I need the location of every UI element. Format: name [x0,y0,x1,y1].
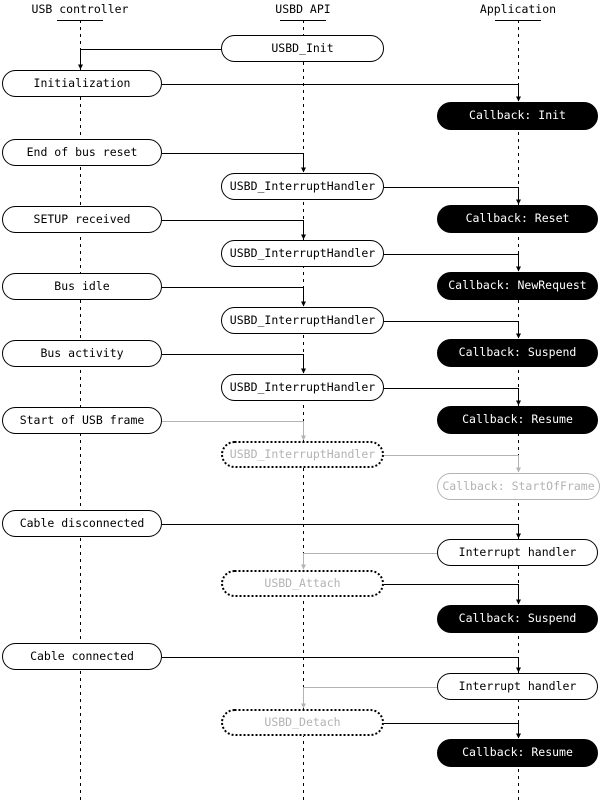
node-label-usbd-init: USBD_Init [271,40,334,55]
node-label-cb-startofframe: Callback: StartOfFrame [442,478,595,493]
node-cable-disconnect[interactable]: Cable disconnected [2,510,162,537]
node-label-cb-init: Callback: Init [469,108,566,123]
node-label-ih-1: USBD_InterruptHandler [229,178,376,193]
node-usbd-attach[interactable]: USBD_Attach [221,570,384,597]
node-ih-5-ghost[interactable]: USBD_InterruptHandler [221,441,384,468]
edge-ih-3-to-cb-suspend-1 [384,321,521,339]
lane-title-usb-controller: USB controller [31,2,129,16]
node-cb-init[interactable]: Callback: Init [437,102,598,130]
node-usbd-detach[interactable]: USBD_Detach [221,709,384,736]
edge-int-handler-2-to-usbd-detach [301,687,437,709]
node-start-usb-frame[interactable]: Start of USB frame [2,407,162,434]
node-ih-2[interactable]: USBD_InterruptHandler [221,240,384,267]
edge-bus-idle-to-ih-3 [162,287,306,307]
node-cb-resume-1[interactable]: Callback: Resume [437,406,598,434]
node-int-handler-2[interactable]: Interrupt handler [437,673,598,700]
node-label-bus-idle: Bus idle [54,278,110,293]
edge-bus-activity-to-ih-4 [162,354,306,374]
node-label-cb-suspend-2: Callback: Suspend [458,611,577,626]
node-label-ih-2: USBD_InterruptHandler [229,245,376,260]
node-label-setup-received: SETUP received [33,211,131,226]
node-end-bus-reset[interactable]: End of bus reset [2,139,162,166]
node-label-ih-3: USBD_InterruptHandler [229,312,376,327]
node-label-usbd-attach: USBD_Attach [264,575,341,590]
node-usbd-init[interactable]: USBD_Init [221,35,384,62]
edge-ih-5-ghost-to-cb-startofframe [384,455,521,473]
node-label-usbd-detach: USBD_Detach [264,714,341,729]
node-label-initialization: Initialization [33,75,131,90]
node-label-ih-5-ghost: USBD_InterruptHandler [229,446,376,461]
node-label-cb-resume-1: Callback: Resume [462,412,573,427]
node-cb-reset[interactable]: Callback: Reset [437,205,598,233]
edge-start-usb-frame-to-ih-5-ghost [162,421,306,441]
node-cb-suspend-1[interactable]: Callback: Suspend [437,339,598,367]
node-label-bus-activity: Bus activity [40,345,124,360]
edge-cable-disconnect-to-int-handler-1 [162,524,521,539]
edge-end-bus-reset-to-ih-1 [162,153,306,173]
node-ih-3[interactable]: USBD_InterruptHandler [221,307,384,334]
node-bus-activity[interactable]: Bus activity [2,340,162,367]
node-bus-idle[interactable]: Bus idle [2,273,162,300]
node-cb-newrequest[interactable]: Callback: NewRequest [437,272,598,300]
node-setup-received[interactable]: SETUP received [2,206,162,233]
lane-title-usbd-api: USBD API [275,2,331,16]
node-cb-startofframe[interactable]: Callback: StartOfFrame [437,473,600,500]
node-label-ih-4: USBD_InterruptHandler [229,379,376,394]
node-label-cb-resume-2: Callback: Resume [462,745,573,760]
edge-ih-4-to-cb-resume-1 [384,388,521,406]
node-initialization[interactable]: Initialization [2,70,162,97]
lane-title-application: Application [479,2,557,16]
edge-ih-2-to-cb-newrequest [384,254,521,272]
edges-group [78,49,521,739]
node-label-end-bus-reset: End of bus reset [26,144,138,159]
edge-ih-1-to-cb-reset [384,187,521,205]
edge-initialization-to-cb-init [162,84,521,102]
node-label-start-usb-frame: Start of USB frame [19,412,145,427]
node-cable-connected[interactable]: Cable connected [2,643,162,670]
node-int-handler-1[interactable]: Interrupt handler [437,539,598,566]
node-label-cb-newrequest: Callback: NewRequest [448,278,587,293]
node-ih-4[interactable]: USBD_InterruptHandler [221,374,384,401]
node-ih-1[interactable]: USBD_InterruptHandler [221,173,384,200]
edge-int-handler-1-to-usbd-attach [301,553,437,570]
node-cb-resume-2[interactable]: Callback: Resume [437,739,598,767]
node-cb-suspend-2[interactable]: Callback: Suspend [437,605,598,633]
node-label-cable-connected: Cable connected [30,648,134,663]
edge-usbd-init-to-initialization [78,49,221,70]
node-label-int-handler-2: Interrupt handler [458,678,577,693]
edge-usbd-detach-to-cb-resume-2 [384,723,521,739]
node-label-cb-suspend-1: Callback: Suspend [458,345,577,360]
edge-cable-connected-to-int-handler-2 [162,657,521,673]
node-label-cable-disconnect: Cable disconnected [19,515,145,530]
edge-setup-received-to-ih-2 [162,220,306,240]
node-label-int-handler-1: Interrupt handler [458,544,577,559]
node-label-cb-reset: Callback: Reset [465,211,570,226]
edge-usbd-attach-to-cb-suspend-2 [384,584,521,605]
